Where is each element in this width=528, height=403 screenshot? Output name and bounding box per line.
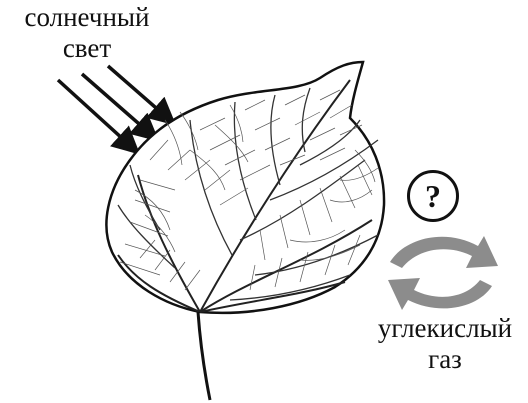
- leaf-petiole: [198, 312, 210, 400]
- sunlight-arrow: [108, 66, 171, 121]
- question-mark-circle: ?: [407, 170, 459, 222]
- carbon-dioxide-label-line2: газ: [362, 344, 528, 375]
- carbon-dioxide-label: углекислый газ: [362, 313, 528, 375]
- sunlight-label: солнечный свет: [2, 2, 172, 64]
- carbon-dioxide-label-line1: углекислый: [362, 313, 528, 344]
- leaf: [106, 62, 384, 400]
- exchange-arrow-bottom: [388, 278, 492, 310]
- sunlight-label-line1: солнечный: [2, 2, 172, 33]
- sunlight-arrow: [82, 74, 154, 137]
- sunlight-label-line2: свет: [2, 33, 172, 64]
- exchange-arrow-top: [390, 236, 498, 268]
- sunlight-arrow: [58, 80, 135, 150]
- gas-exchange-arrows: [388, 236, 498, 310]
